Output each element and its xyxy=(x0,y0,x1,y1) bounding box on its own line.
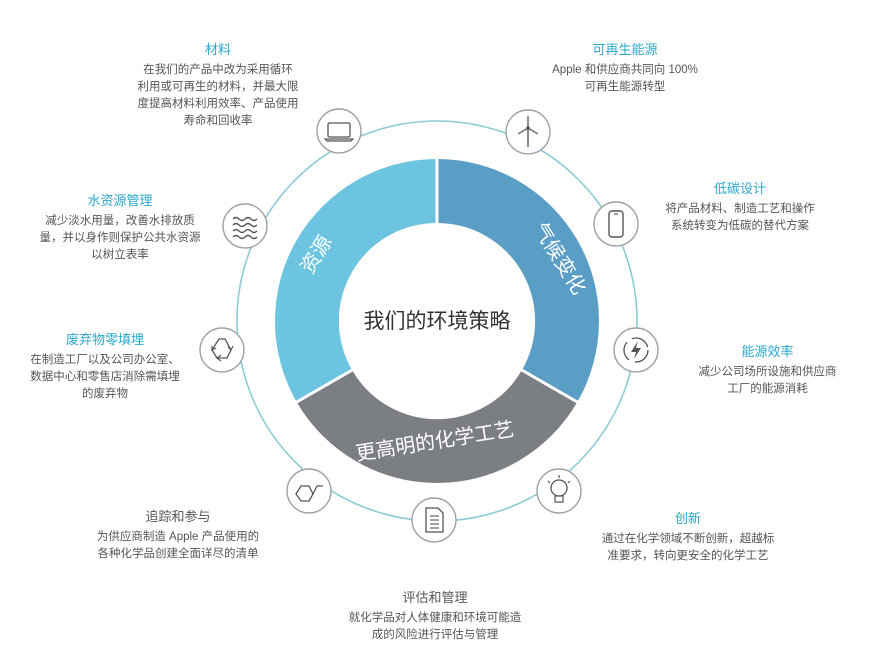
node-innovation: 创新 通过在化学领域不断创新，超越标 准要求，转向更安全的化学工艺 xyxy=(588,508,788,565)
segment-chemistry xyxy=(296,370,578,484)
desc-line: 成的风险进行评估与管理 xyxy=(371,629,499,641)
center-disc xyxy=(340,224,534,418)
desc-line: 度提高材料利用效率、产品使用 xyxy=(137,98,299,110)
desc-line: 就化学品对人体健康和环境可能造 xyxy=(348,612,522,624)
desc-line: 通过在化学领域不断创新，超越标 xyxy=(601,533,775,545)
node-tracking: 追踪和参与 为供应商制造 Apple 产品使用的 各种化学品创建全面详尽的清单 xyxy=(78,506,278,563)
node-title-water: 水资源管理 xyxy=(87,193,153,208)
phone-icon xyxy=(593,201,639,247)
desc-line: 各种化学品创建全面详尽的清单 xyxy=(97,548,259,560)
node-title-waste: 废弃物零填埋 xyxy=(65,332,144,347)
desc-line: 减少公司场所设施和供应商 xyxy=(698,366,837,378)
desc-line: 准要求，转向更安全的化学工艺 xyxy=(607,550,769,562)
desc-line: 的废弃物 xyxy=(82,388,128,400)
node-materials: 材料 在我们的产品中改为采用循环 利用或可再生的材料，并最大限 度提高材料利用效… xyxy=(118,39,318,130)
node-desc-water: 减少淡水用量，改善水排放质 量，并以身作则保护公共水资源 以树立表率 xyxy=(25,213,215,264)
document-icon xyxy=(411,497,457,543)
desc-line: 在我们的产品中改为采用循环 xyxy=(143,64,293,76)
desc-line: 将产品材料、制造工艺和操作 xyxy=(665,203,815,215)
desc-line: 可再生能源转型 xyxy=(584,81,666,93)
separator-left xyxy=(294,367,355,405)
molecule-icon xyxy=(286,468,332,514)
desc-line: 利用或可再生的材料，并最大限 xyxy=(137,81,299,93)
node-title-innovation: 创新 xyxy=(674,511,701,526)
node-desc-efficiency: 减少公司场所设施和供应商 工厂的能源消耗 xyxy=(680,364,855,398)
node-desc-waste: 在制造工厂以及公司办公室、 数据中心和零售店消除需填埋 的废弃物 xyxy=(15,352,195,403)
recycle-icon xyxy=(199,327,245,373)
node-title-assessment: 评估和管理 xyxy=(402,590,468,605)
desc-line: Apple 和供应商共同向 100% xyxy=(552,64,698,76)
center-title: 我们的环境策略 xyxy=(364,309,511,333)
node-desc-innovation: 通过在化学领域不断创新，超越标 准要求，转向更安全的化学工艺 xyxy=(588,531,788,565)
node-title-materials: 材料 xyxy=(204,42,231,57)
wind-turbine-icon xyxy=(505,109,551,155)
node-efficiency: 能源效率 减少公司场所设施和供应商 工厂的能源消耗 xyxy=(680,341,855,398)
desc-line: 在制造工厂以及公司办公室、 xyxy=(30,354,180,366)
water-waves-icon xyxy=(222,203,268,249)
desc-line: 减少淡水用量，改善水排放质 xyxy=(45,215,195,227)
segment-resources xyxy=(274,158,437,402)
node-desc-materials: 在我们的产品中改为采用循环 利用或可再生的材料，并最大限 度提高材料利用效率、产… xyxy=(118,62,318,130)
lightning-icon xyxy=(613,327,659,373)
node-assessment: 评估和管理 就化学品对人体健康和环境可能造 成的风险进行评估与管理 xyxy=(325,587,545,644)
node-lowcarbon: 低碳设计 将产品材料、制造工艺和操作 系统转变为低碳的替代方案 xyxy=(645,178,835,235)
desc-line: 以树立表率 xyxy=(91,249,149,261)
node-desc-tracking: 为供应商制造 Apple 产品使用的 各种化学品创建全面详尽的清单 xyxy=(78,529,278,563)
desc-line: 量，并以身作则保护公共水资源 xyxy=(39,232,201,244)
node-waste: 废弃物零填埋 在制造工厂以及公司办公室、 数据中心和零售店消除需填埋 的废弃物 xyxy=(15,329,195,403)
separator-right xyxy=(519,367,580,405)
lightbulb-icon xyxy=(536,468,582,514)
desc-line: 工厂的能源消耗 xyxy=(727,383,808,395)
node-desc-renewable: Apple 和供应商共同向 100% 可再生能源转型 xyxy=(530,62,720,96)
node-title-lowcarbon: 低碳设计 xyxy=(713,181,766,196)
laptop-icon xyxy=(316,108,362,154)
desc-line: 系统转变为低碳的替代方案 xyxy=(671,220,809,232)
node-water: 水资源管理 减少淡水用量，改善水排放质 量，并以身作则保护公共水资源 以树立表率 xyxy=(25,190,215,264)
node-desc-assessment: 就化学品对人体健康和环境可能造 成的风险进行评估与管理 xyxy=(325,610,545,644)
desc-line: 数据中心和零售店消除需填埋 xyxy=(30,371,180,383)
node-desc-lowcarbon: 将产品材料、制造工艺和操作 系统转变为低碳的替代方案 xyxy=(645,201,835,235)
node-title-tracking: 追踪和参与 xyxy=(145,509,211,524)
node-renewable: 可再生能源 Apple 和供应商共同向 100% 可再生能源转型 xyxy=(530,39,720,96)
desc-line: 寿命和回收率 xyxy=(183,115,253,127)
segment-climate xyxy=(437,159,600,402)
node-title-renewable: 可再生能源 xyxy=(592,42,658,57)
desc-line: 为供应商制造 Apple 产品使用的 xyxy=(96,531,260,543)
node-title-efficiency: 能源效率 xyxy=(741,344,794,359)
